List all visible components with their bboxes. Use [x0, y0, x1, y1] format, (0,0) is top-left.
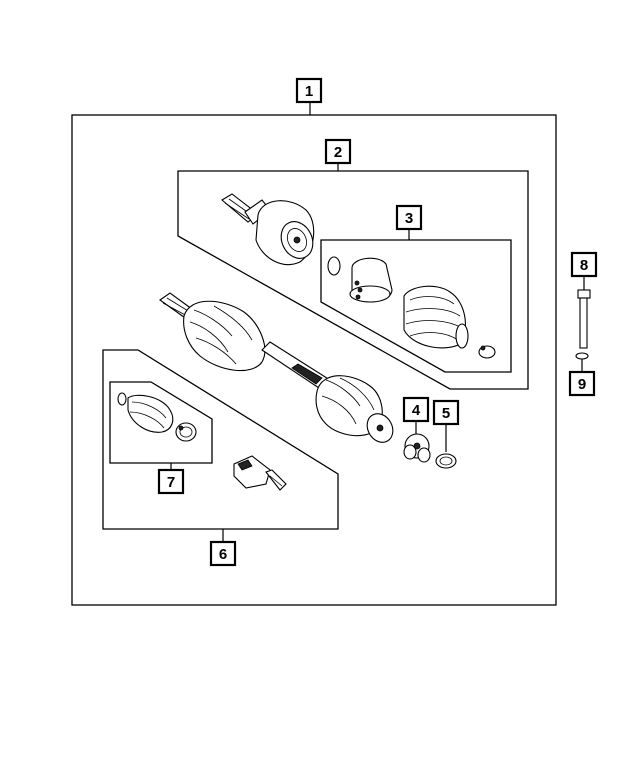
inner-joint-kit-frame — [102, 349, 339, 530]
inner-boot-kit — [117, 392, 197, 442]
callout-4: 4 — [402, 396, 430, 423]
outer-boot-kit — [327, 256, 496, 359]
svg-text:7: 7 — [167, 474, 175, 491]
assembly-frame — [71, 114, 557, 606]
bolt — [577, 289, 591, 349]
svg-text:2: 2 — [334, 144, 342, 161]
tripod-spider — [403, 433, 431, 463]
svg-text:3: 3 — [405, 210, 413, 227]
svg-text:1: 1 — [305, 83, 313, 100]
svg-text:5: 5 — [442, 405, 450, 422]
svg-text:4: 4 — [412, 402, 421, 419]
callout-7: 7 — [157, 468, 185, 495]
callout-5: 5 — [432, 399, 460, 426]
svg-text:9: 9 — [578, 376, 586, 393]
svg-text:6: 6 — [219, 546, 227, 563]
inner-joint-housing — [233, 455, 287, 491]
callout-6: 6 — [209, 540, 237, 567]
washer — [575, 352, 589, 360]
half-shaft-assembly — [159, 292, 394, 443]
svg-text:8: 8 — [580, 257, 588, 274]
callout-1: 1 — [295, 77, 323, 104]
callout-3: 3 — [395, 204, 423, 231]
outer-cv-joint — [221, 193, 315, 266]
callout-2: 2 — [324, 138, 352, 165]
callout-9: 9 — [568, 370, 596, 397]
outer-boot-kit-frame — [320, 239, 512, 373]
snap-ring — [435, 453, 457, 469]
outer-joint-kit-frame — [177, 170, 529, 390]
inner-boot-kit-frame — [109, 381, 213, 464]
callout-8: 8 — [570, 251, 598, 278]
